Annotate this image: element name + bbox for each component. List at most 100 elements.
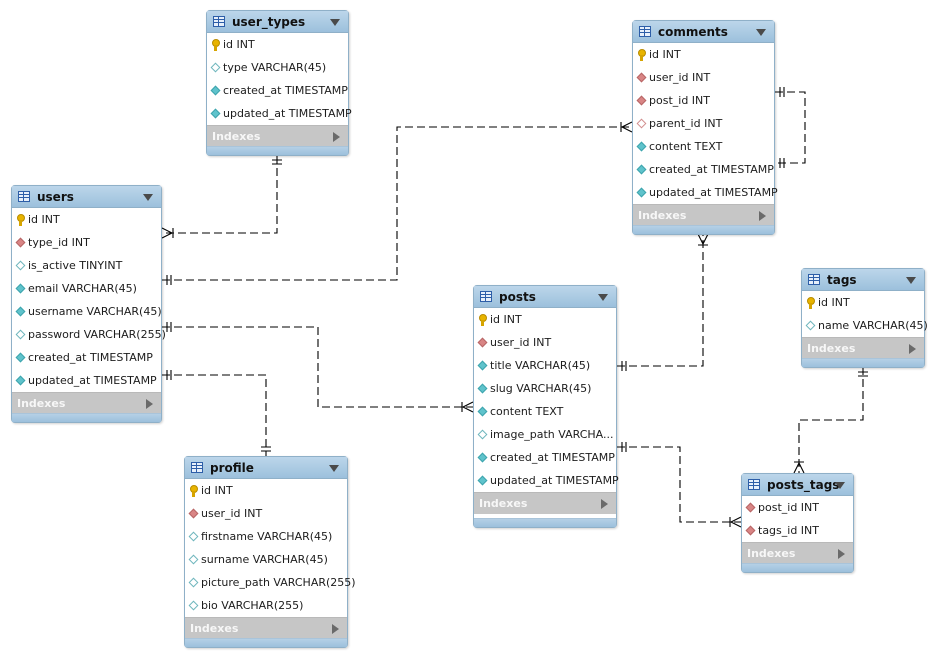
column-label: bio VARCHAR(255) — [201, 599, 304, 612]
column-row[interactable]: email VARCHAR(45) — [12, 277, 161, 300]
expand-arrow-icon[interactable] — [909, 344, 916, 354]
column-row[interactable]: updated_at TIMESTAMP — [207, 102, 352, 125]
table-header[interactable]: profile — [185, 457, 347, 479]
column-row[interactable]: id INT — [207, 33, 348, 56]
indexes-label: Indexes — [807, 342, 856, 355]
column-row[interactable]: updated_at TIMESTAMP — [474, 469, 619, 492]
column-row[interactable]: is_active TINYINT — [12, 254, 161, 277]
column-row[interactable]: image_path VARCHA... — [474, 423, 616, 446]
table-header[interactable]: user_types — [207, 11, 348, 33]
primary-key-icon — [190, 485, 198, 497]
column-row[interactable]: content TEXT — [633, 135, 774, 158]
column-row[interactable]: name VARCHAR(45) — [802, 314, 928, 337]
not-null-column-icon — [15, 306, 26, 317]
table-tags[interactable]: tags id INT name VARCHAR(45) Indexes — [801, 268, 928, 368]
column-row[interactable]: content TEXT — [474, 400, 616, 423]
column-row[interactable]: picture_path VARCHAR(255) — [185, 571, 356, 594]
column-row[interactable]: type VARCHAR(45) — [207, 56, 348, 79]
collapse-arrow-icon[interactable] — [756, 29, 766, 36]
column-icon — [188, 531, 199, 542]
expand-arrow-icon[interactable] — [759, 211, 766, 221]
column-row[interactable]: bio VARCHAR(255) — [185, 594, 347, 617]
table-posts[interactable]: posts id INT user_id INT title VARCHAR(4… — [473, 285, 619, 528]
indexes-section[interactable]: Indexes — [12, 392, 161, 414]
column-row[interactable]: post_id INT — [633, 89, 774, 112]
indexes-section[interactable]: Indexes — [207, 125, 348, 147]
crow-many — [620, 121, 633, 133]
column-row[interactable]: title VARCHAR(45) — [474, 354, 616, 377]
table-footer — [474, 518, 616, 527]
column-row[interactable]: user_id INT — [474, 331, 616, 354]
column-row[interactable]: id INT — [474, 308, 616, 331]
collapse-arrow-icon[interactable] — [329, 465, 339, 472]
expand-arrow-icon[interactable] — [601, 499, 608, 509]
column-label: slug VARCHAR(45) — [490, 382, 592, 395]
table-header[interactable]: comments — [633, 21, 774, 43]
table-icon — [480, 291, 492, 302]
expand-arrow-icon[interactable] — [146, 399, 153, 409]
column-label: picture_path VARCHAR(255) — [201, 576, 356, 589]
column-row[interactable]: created_at TIMESTAMP — [12, 346, 161, 369]
table-header[interactable]: tags — [802, 269, 924, 291]
table-header[interactable]: users — [12, 186, 161, 208]
table-header[interactable]: posts_tags — [742, 474, 853, 496]
column-label: user_id INT — [649, 71, 711, 84]
column-row[interactable]: parent_id INT — [633, 112, 774, 135]
column-label: created_at TIMESTAMP — [490, 451, 615, 464]
collapse-arrow-icon[interactable] — [598, 294, 608, 301]
collapse-arrow-icon[interactable] — [330, 19, 340, 26]
column-row[interactable]: created_at TIMESTAMP — [474, 446, 616, 469]
column-row[interactable]: surname VARCHAR(45) — [185, 548, 347, 571]
table-posts-tags[interactable]: posts_tags post_id INT tags_id INT Index… — [741, 473, 854, 573]
column-row[interactable]: slug VARCHAR(45) — [474, 377, 616, 400]
expand-arrow-icon[interactable] — [332, 624, 339, 634]
column-row[interactable]: created_at TIMESTAMP — [207, 79, 348, 102]
not-null-column-icon — [636, 187, 647, 198]
not-null-column-icon — [477, 475, 488, 486]
column-row[interactable]: post_id INT — [742, 496, 853, 519]
column-row[interactable]: user_id INT — [185, 502, 347, 525]
indexes-section[interactable]: Indexes — [802, 337, 924, 359]
column-label: created_at TIMESTAMP — [28, 351, 153, 364]
column-row[interactable]: password VARCHAR(255) — [12, 323, 166, 346]
expand-arrow-icon[interactable] — [838, 549, 845, 559]
column-row[interactable]: type_id INT — [12, 231, 161, 254]
table-users[interactable]: users id INT type_id INT is_active TINYI… — [11, 185, 166, 423]
column-row[interactable]: username VARCHAR(45) — [12, 300, 162, 323]
table-footer — [12, 413, 161, 422]
indexes-section[interactable]: Indexes — [474, 492, 616, 514]
column-label: created_at TIMESTAMP — [649, 163, 774, 176]
table-comments[interactable]: comments id INT user_id INT post_id INT … — [632, 20, 778, 235]
table-icon — [191, 462, 203, 473]
indexes-section[interactable]: Indexes — [742, 542, 853, 564]
crow-many — [729, 516, 742, 528]
table-user-types[interactable]: user_types id INT type VARCHAR(45) creat… — [206, 10, 352, 156]
collapse-arrow-icon[interactable] — [906, 277, 916, 284]
collapse-arrow-icon[interactable] — [835, 482, 845, 489]
column-row[interactable]: id INT — [185, 479, 347, 502]
column-row[interactable]: user_id INT — [633, 66, 774, 89]
collapse-arrow-icon[interactable] — [143, 194, 153, 201]
column-row[interactable]: id INT — [12, 208, 161, 231]
column-row[interactable]: created_at TIMESTAMP — [633, 158, 774, 181]
column-row[interactable]: tags_id INT — [742, 519, 853, 542]
indexes-section[interactable]: Indexes — [633, 204, 774, 226]
column-icon — [188, 577, 199, 588]
column-row[interactable]: updated_at TIMESTAMP — [633, 181, 778, 204]
primary-key-icon — [17, 214, 25, 226]
indexes-label: Indexes — [638, 209, 687, 222]
table-profile[interactable]: profile id INT user_id INT firstname VAR… — [184, 456, 356, 648]
column-row[interactable]: id INT — [633, 43, 774, 66]
table-header[interactable]: posts — [474, 286, 616, 308]
column-row[interactable]: id INT — [802, 291, 924, 314]
table-icon — [213, 16, 225, 27]
indexes-label: Indexes — [479, 497, 528, 510]
column-label: type VARCHAR(45) — [223, 61, 327, 74]
expand-arrow-icon[interactable] — [333, 132, 340, 142]
indexes-section[interactable]: Indexes — [185, 617, 347, 639]
column-row[interactable]: firstname VARCHAR(45) — [185, 525, 347, 548]
link-posts-posts-tags — [617, 446, 741, 523]
table-name: user_types — [232, 15, 306, 29]
column-row[interactable]: updated_at TIMESTAMP — [12, 369, 161, 392]
link-tags-posts-tags — [798, 367, 864, 473]
